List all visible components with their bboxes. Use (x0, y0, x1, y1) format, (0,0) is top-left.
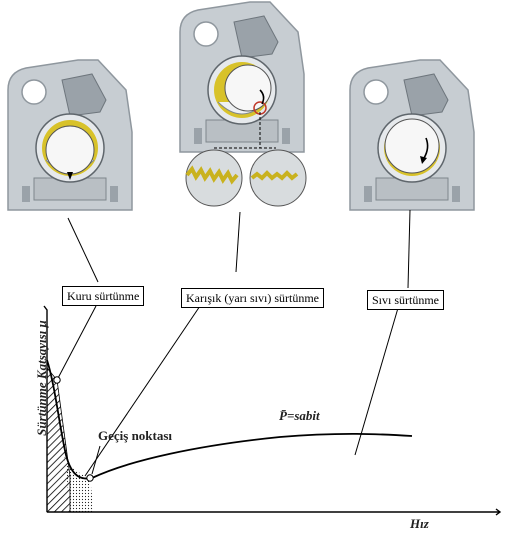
chart-ylabel: Sürtünme Katsayısı μ (34, 320, 49, 436)
connector-dry-chart (56, 305, 97, 381)
bearing-dry-illustration (7, 59, 133, 211)
zoom-detail-right (249, 149, 307, 207)
label-mixed-friction: Karışık (yarı sıvı) sürtünme (181, 288, 324, 308)
chart-axes (43, 305, 502, 516)
zoom-detail-left (185, 149, 243, 207)
connector-mixed-chart (84, 305, 201, 477)
dry-region (46, 366, 71, 513)
transition-leader (91, 445, 101, 475)
friction-chart (43, 305, 502, 516)
transition-point-label: Geçiş noktası (98, 428, 173, 443)
connector-mixed-top (235, 211, 241, 273)
connector-dry-top (67, 217, 99, 283)
friction-curve (46, 359, 413, 480)
dry-point-marker (53, 376, 61, 384)
constant-pressure-label: P̄=sabit (279, 408, 320, 423)
connector-fluid-chart (354, 307, 399, 456)
connector-fluid-top (407, 209, 411, 289)
transition-point-marker (86, 474, 94, 482)
label-dry-friction: Kuru sürtünme (62, 286, 145, 306)
chart-xlabel: Hız (410, 516, 429, 531)
bearing-mixed-illustration (179, 1, 305, 153)
label-fluid-friction: Sıvı sürtünme (367, 290, 445, 310)
bearing-fluid-illustration (349, 59, 475, 211)
